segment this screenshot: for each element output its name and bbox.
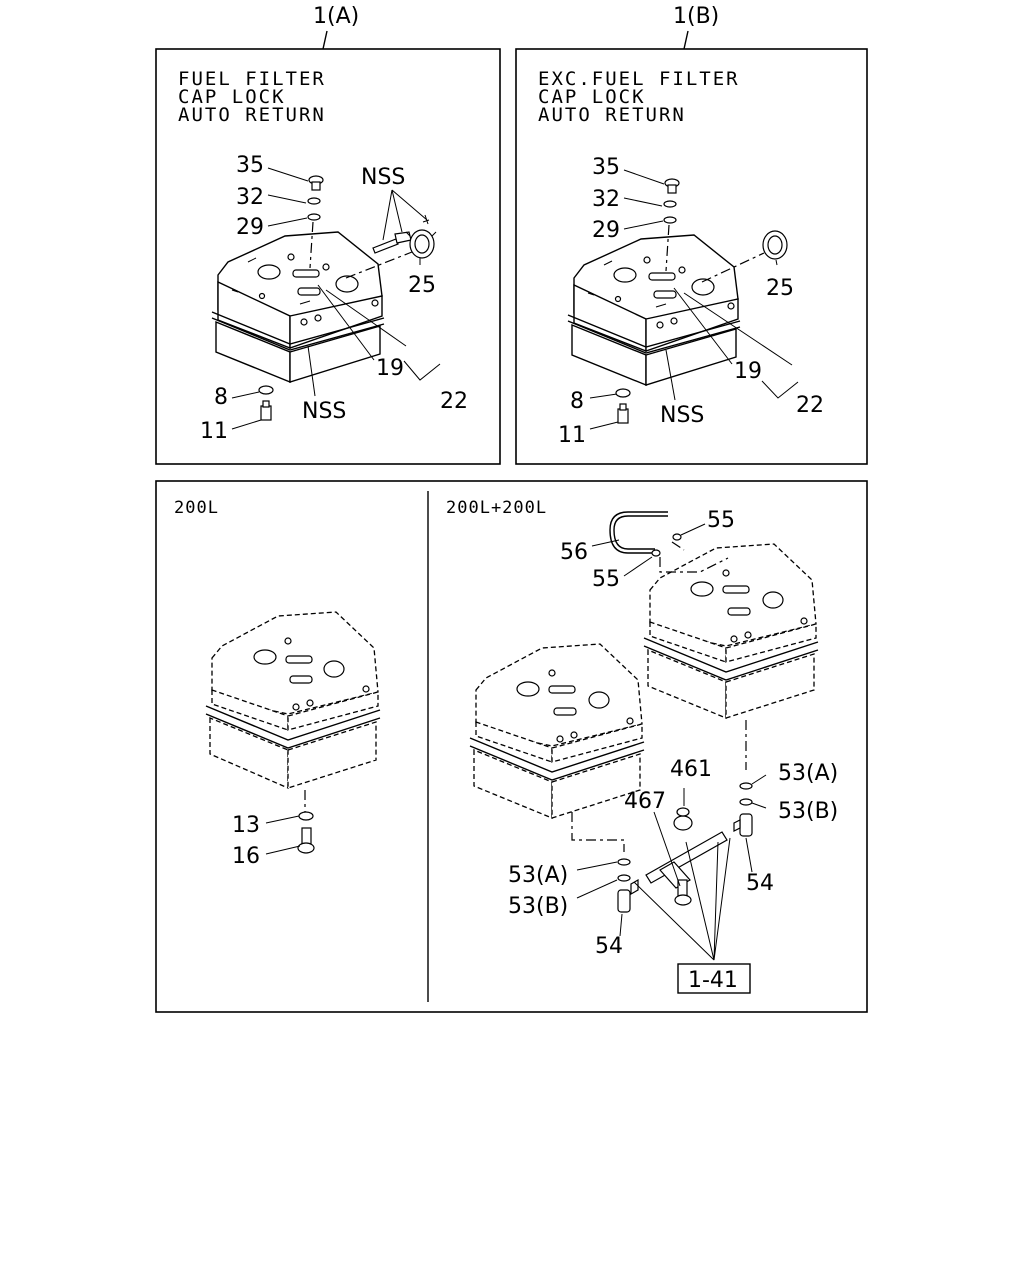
label-53b-right: 53(B) (778, 799, 838, 824)
label-nss-bottom-b: NSS (660, 403, 704, 428)
label-nss-top-a: NSS (361, 165, 405, 190)
label-25-a: 25 (408, 273, 436, 298)
label-32-b: 32 (592, 187, 620, 212)
label-53b-left: 53(B) (508, 894, 568, 919)
washer-53a-left (617, 858, 631, 866)
fitting-54-right (733, 813, 753, 837)
washer-29-a (307, 213, 321, 221)
panel-b-condition-1: EXC.FUEL FILTER (538, 68, 740, 90)
panel-b-condition-2: CAP LOCK (538, 86, 646, 108)
double-tank-title: 200L+200L (446, 498, 547, 518)
label-29-a: 29 (236, 215, 264, 240)
plug-11-b (617, 403, 629, 424)
fuel-tank-a (211, 231, 385, 383)
label-32-a: 32 (236, 185, 264, 210)
single-tank-title: 200L (174, 498, 219, 518)
label-8-a: 8 (214, 385, 228, 410)
washer-53b-right (739, 798, 753, 806)
washer-13 (298, 811, 314, 821)
fuel-tank-rear (643, 543, 819, 719)
label-29-b: 29 (592, 218, 620, 243)
panel-a-condition-2: CAP LOCK (178, 86, 286, 108)
panel-a-frame (155, 48, 501, 465)
label-19-b: 19 (734, 359, 762, 384)
label-22-a: 22 (440, 389, 468, 414)
fuel-tank-200l (205, 611, 381, 789)
panel-a-condition-3: AUTO RETURN (178, 104, 326, 126)
label-54-right: 54 (746, 871, 774, 896)
panel-a-condition-1: FUEL FILTER (178, 68, 326, 90)
bolt-35-a (308, 175, 324, 191)
fuel-tank-front (469, 643, 645, 819)
label-8-b: 8 (570, 389, 584, 414)
clip-55-bottom (651, 549, 661, 557)
washer-32-b (663, 200, 677, 208)
label-55-top: 55 (707, 508, 735, 533)
panel-variant-b: 1(B) EXC.FUEL FILTER CAP LOCK AUTO RETUR… (515, 4, 868, 465)
panel-b-condition-3: AUTO RETURN (538, 104, 686, 126)
panel-b-title: 1(B) (673, 4, 719, 29)
washer-29-b (663, 216, 677, 224)
label-461: 461 (670, 757, 712, 782)
bolt-35-b (664, 178, 680, 194)
label-25-b: 25 (766, 276, 794, 301)
plug-16 (297, 827, 315, 854)
hose-56 (613, 515, 668, 550)
bolt-467 (674, 879, 692, 906)
cap-25-b (762, 230, 788, 260)
label-53a-left: 53(A) (508, 863, 568, 888)
panel-a-title: 1(A) (313, 4, 359, 29)
fitting-54-left (617, 878, 639, 913)
label-11-b: 11 (558, 423, 586, 448)
label-16: 16 (232, 844, 260, 869)
washer-8-b (615, 388, 631, 398)
label-11-a: 11 (200, 419, 228, 444)
panel-variant-a: 1(A) FUEL FILTER CAP LOCK AUTO RETURN (155, 4, 501, 465)
label-nss-bottom-a: NSS (302, 399, 346, 424)
single-tank-section: 200L 13 16 (174, 498, 381, 869)
label-35-b: 35 (592, 155, 620, 180)
plug-11-a (260, 400, 272, 421)
label-53a-right: 53(A) (778, 761, 838, 786)
washer-32-a (307, 197, 321, 205)
label-19-a: 19 (376, 356, 404, 381)
reference-box (677, 963, 751, 994)
label-54-left: 54 (595, 934, 623, 959)
washer-53a-right (739, 782, 753, 790)
label-13: 13 (232, 813, 260, 838)
panel-b-frame (515, 48, 868, 465)
fuel-tank-b (567, 234, 741, 386)
cap-25-a (405, 229, 437, 259)
nut-461 (673, 807, 693, 831)
label-467: 467 (624, 789, 666, 814)
label-35-a: 35 (236, 153, 264, 178)
label-55-bottom: 55 (592, 567, 620, 592)
clip-55-top (672, 533, 682, 541)
washer-53b-left (617, 874, 631, 882)
washer-8-a (258, 385, 274, 395)
reference-label[interactable]: 1-41 (688, 968, 738, 993)
label-22-b: 22 (796, 393, 824, 418)
label-56: 56 (560, 540, 588, 565)
double-tank-section: 200L+200L (446, 498, 838, 994)
lower-panel-frame (155, 480, 868, 1013)
